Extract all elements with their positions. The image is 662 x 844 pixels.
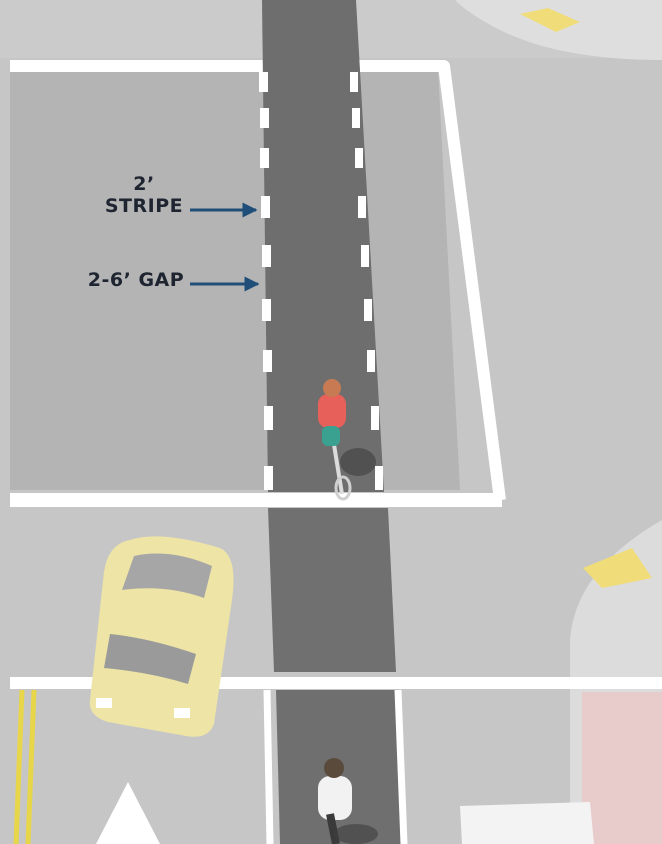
stripe-annotation-line2: STRIPE <box>104 195 184 217</box>
car-icon <box>90 536 234 736</box>
bike-lane-lower <box>268 508 396 672</box>
stripe-annotation: 2’ STRIPE <box>104 173 184 217</box>
crosswalk-area-upper <box>10 68 460 490</box>
corner-pink-area <box>582 692 662 844</box>
vehicle-box <box>460 802 594 844</box>
lane-divider-left <box>267 690 270 844</box>
stripe-annotation-line1: 2’ <box>104 173 184 195</box>
gap-annotation: 2-6’ GAP <box>84 269 188 291</box>
